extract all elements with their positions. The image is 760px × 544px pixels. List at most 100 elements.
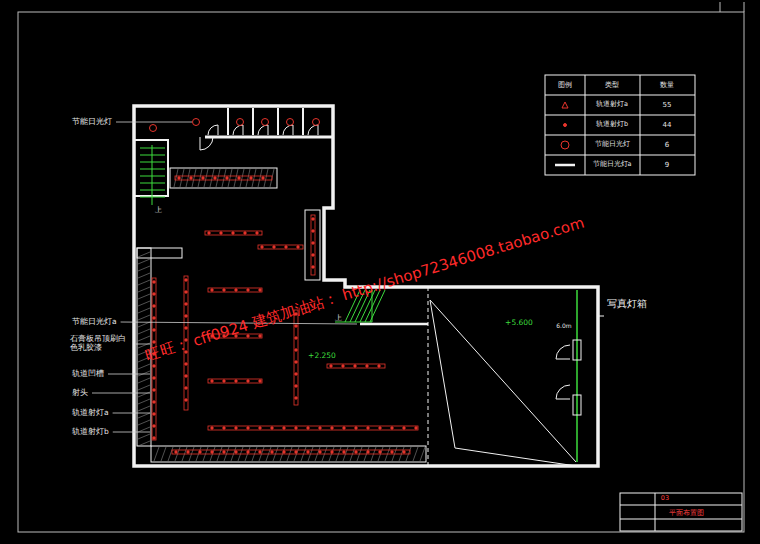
track-spot <box>153 281 155 283</box>
track-spot <box>379 427 381 429</box>
annotation-label: 平面布置图 <box>669 509 704 517</box>
annotation-label: 类型 <box>605 81 619 89</box>
leader-line <box>113 432 150 433</box>
door-swing <box>556 345 570 399</box>
table-grid <box>545 75 695 175</box>
door-swing <box>233 125 243 135</box>
annotation-label: 节能日光灯 <box>72 118 112 127</box>
track-rail <box>258 245 303 249</box>
annotation-label: +2.250 <box>308 352 336 361</box>
track-spot <box>262 177 264 179</box>
track-spot <box>220 232 222 234</box>
track-spot <box>175 451 177 453</box>
track-spot <box>307 427 309 429</box>
track-spot <box>226 177 228 179</box>
annotation-label: 44 <box>663 121 672 129</box>
track-spot <box>256 232 258 234</box>
track-spot <box>247 427 249 429</box>
fluorescent-lamp <box>237 119 244 126</box>
track-spot <box>273 246 275 248</box>
track-spot <box>235 289 237 291</box>
annotation-label: 节能日光灯a <box>72 318 117 327</box>
door-swing <box>200 137 213 150</box>
track-spot <box>202 177 204 179</box>
leader <box>598 316 604 317</box>
track-spot <box>247 451 249 453</box>
track-spot <box>295 373 297 375</box>
track-spot <box>259 380 261 382</box>
track-spot <box>379 451 381 453</box>
annotation-label: 石膏板吊顶刷白色乳胶漆 <box>70 335 132 352</box>
track-spot <box>330 365 332 367</box>
track-spot <box>295 361 297 363</box>
annotation-label: 轨道射灯a <box>72 409 109 418</box>
leader-line <box>92 393 150 394</box>
track-spot <box>312 242 314 244</box>
track-spot <box>223 380 225 382</box>
legend-table <box>545 75 695 175</box>
track-spot <box>355 451 357 453</box>
track-spot <box>153 437 155 439</box>
fluorescent-lamp <box>193 119 200 126</box>
track-spot <box>223 289 225 291</box>
track-spot <box>190 177 192 179</box>
track-spot <box>185 375 187 377</box>
legend-symbol <box>564 124 567 127</box>
track-spot <box>285 246 287 248</box>
door-jamb <box>573 395 581 415</box>
annotation-label: 数量 <box>660 81 674 89</box>
track-spot <box>295 397 297 399</box>
track-spot <box>223 427 225 429</box>
track-spot <box>153 329 155 331</box>
track-spot <box>153 365 155 367</box>
track-spot <box>185 291 187 293</box>
track-spot <box>295 349 297 351</box>
track-spot <box>153 293 155 295</box>
hatched-wall <box>151 446 426 462</box>
fluorescent-lamp <box>150 125 157 132</box>
track-spot <box>366 365 368 367</box>
stall-divider <box>302 108 304 135</box>
legend-text: 轨道射灯b <box>596 121 628 128</box>
track-rail <box>327 364 385 368</box>
track-spot <box>271 427 273 429</box>
annotation-label: 射头 <box>72 389 88 398</box>
counter <box>170 168 277 188</box>
track-spot <box>208 232 210 234</box>
door-swing <box>208 125 218 135</box>
partition <box>360 323 428 326</box>
annotation-label: 上 <box>155 206 162 214</box>
annotation-label: 03 <box>661 495 669 502</box>
track-rail <box>208 426 418 430</box>
track-spot <box>185 315 187 317</box>
track-spot <box>261 246 263 248</box>
track-spot <box>250 177 252 179</box>
sheet-frame <box>18 12 744 532</box>
track-spot <box>331 451 333 453</box>
track-spot <box>199 451 201 453</box>
track-spot <box>235 451 237 453</box>
track-rail <box>175 176 272 180</box>
outer-wall <box>134 106 598 466</box>
annotation-label: 写真灯箱 <box>607 299 647 310</box>
track-spot <box>378 365 380 367</box>
dashed-line <box>428 287 429 466</box>
track-rail <box>294 310 298 405</box>
track-spot <box>247 380 249 382</box>
track-rail <box>208 379 262 383</box>
stall-divider <box>227 108 229 135</box>
track-spot <box>185 387 187 389</box>
leader-line <box>108 374 150 375</box>
track-spot <box>153 377 155 379</box>
door-swing <box>308 125 318 135</box>
track-spot <box>153 413 155 415</box>
track-spot <box>312 254 314 256</box>
track-spot <box>185 399 187 401</box>
track-spot <box>295 385 297 387</box>
track-spot <box>153 389 155 391</box>
track-spot <box>283 427 285 429</box>
track-spot <box>343 427 345 429</box>
track-spot <box>153 341 155 343</box>
annotation-label: +5.600 <box>505 319 533 328</box>
